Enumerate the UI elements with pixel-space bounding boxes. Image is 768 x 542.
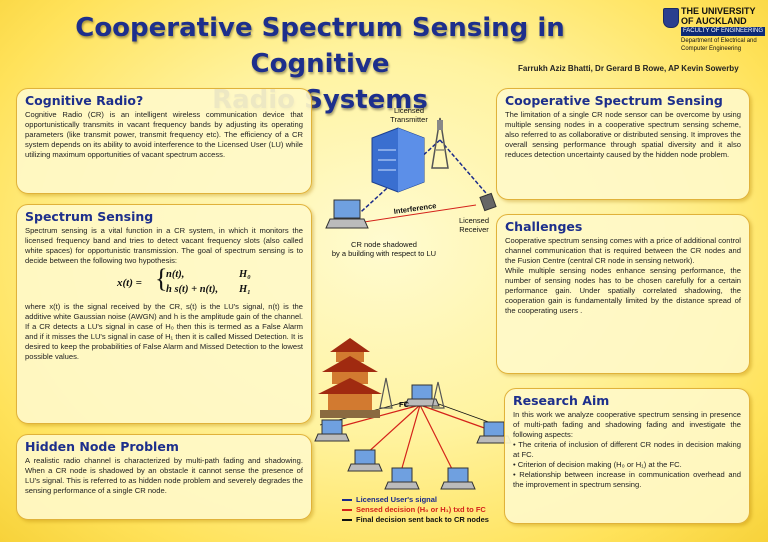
laptop-icon [325,199,369,229]
cognitive-radio-box: Cognitive Radio? Cognitive Radio (CR) is… [16,88,312,194]
legend-item: Final decision sent back to CR nodes [342,515,512,525]
legend-swatch [342,499,352,501]
section-heading: Spectrum Sensing [25,209,154,224]
licensed-signal-lines [351,139,493,221]
sensing-tower-icons [379,377,445,409]
licensed-transmitter-label: Licensed Transmitter [390,106,428,124]
hypothesis-equation: x(t) = { n(t), h s(t) + n(t), H₀ H₁ [117,264,251,295]
shadowed-node-label: CR node shadowed by a building with resp… [331,240,437,258]
fc-label: FC [399,400,409,409]
legend-swatch [342,519,352,521]
cr-laptop-icons [314,419,512,490]
section-heading: Challenges [505,219,583,234]
fc-laptop-icon [404,384,440,407]
section-text: In this work we analyze cooperative spec… [513,410,741,439]
authors: Farrukh Aziz Bhatti, Dr Gerard B Rowe, A… [518,64,739,73]
brace: { [155,264,168,293]
transmitter-tower-icon [431,117,449,169]
licensed-receiver-label: Licensed Receiver [458,216,490,234]
section-text: where x(t) is the signal received by the… [25,302,303,361]
research-aim-box: Research Aim In this work we analyze coo… [504,388,750,524]
section-heading: Cognitive Radio? [25,93,144,108]
section-text: Cooperative spectrum sensing comes with … [505,236,741,265]
section-text: The limitation of a single CR node senso… [505,110,741,159]
crest-icon [663,8,679,28]
receiver-icon [479,192,497,212]
building-icon [371,127,425,193]
diagram-legend: Licensed User's signal Sensed decision (… [342,495,512,525]
section-heading: Cooperative Spectrum Sensing [505,93,723,108]
research-aim-bullet: • The criteria of inclusion of different… [513,440,741,459]
section-text: Spectrum sensing is a vital function in … [25,226,303,265]
section-heading: Research Aim [513,393,610,408]
spectrum-sensing-box: Spectrum Sensing Spectrum sensing is a v… [16,204,312,424]
section-text: A realistic radio channel is characteriz… [25,456,303,495]
legend-item: Licensed User's signal [342,495,512,505]
pagoda-icon [318,338,382,418]
challenges-box: Challenges Cooperative spectrum sensing … [496,214,750,374]
interference-arrow [363,204,477,223]
section-text: Cognitive Radio (CR) is an intelligent w… [25,110,303,159]
legend-swatch [342,509,352,511]
research-aim-bullet: • Criterion of decision making (H₀ or H₁… [513,460,682,469]
cooperative-sensing-box: Cooperative Spectrum Sensing The limitat… [496,88,750,200]
department: Department of Electrical and Computer En… [681,38,757,52]
hidden-node-box: Hidden Node Problem A realistic radio ch… [16,434,312,520]
section-heading: Hidden Node Problem [25,439,179,454]
legend-item: Sensed decision (H₀ or H₁) txd to FC [342,505,512,515]
research-aim-bullet: • Relationship between increase in commu… [513,470,741,489]
section-text: While multiple sensing nodes enhance sen… [505,266,741,315]
